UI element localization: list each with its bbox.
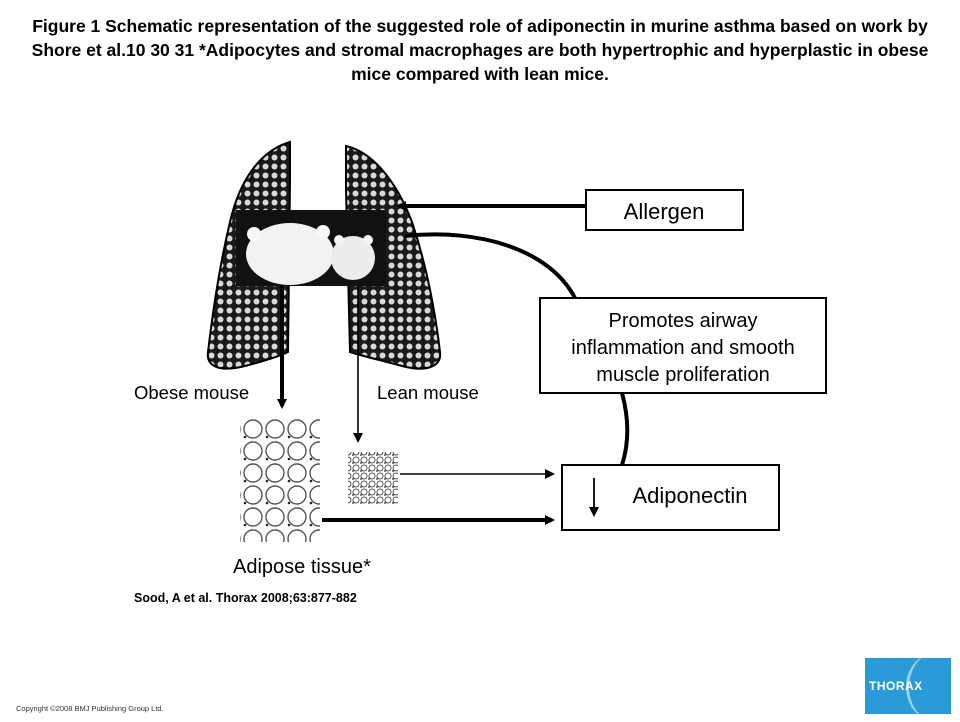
promotes-line-1: Promotes airway [609,310,758,332]
promotes-line-3: muscle proliferation [596,364,769,386]
lean-mouse-label: Lean mouse [377,382,479,403]
obese-adipose-tissue-image [240,418,320,542]
copyright-notice: Copyright ©2008 BMJ Publishing Group Ltd… [16,704,164,713]
allergen-box: Allergen [585,189,744,231]
mouse-photo [236,210,386,286]
adiponectin-box: Adiponectin [561,464,780,531]
promotes-box: Promotes airway inflammation and smooth … [539,297,827,394]
right-lung [345,144,442,370]
adiponectin-label: Adiponectin [633,483,748,508]
obese-mouse-image [246,223,334,285]
lean-mouse-image [331,236,375,280]
adipose-tissue-label: Adipose tissue* [233,556,371,578]
promotes-line-2: inflammation and smooth [571,337,794,359]
logo-text: THORAX [869,679,923,693]
obese-mouse-label: Obese mouse [134,382,249,403]
adiponectin-effect-curve [620,392,630,466]
figure-caption: Figure 1 Schematic representation of the… [31,16,929,84]
lean-adipose-tissue-image [348,452,398,504]
thorax-logo: THORAX [865,652,951,722]
trachea [312,140,326,212]
airway-effect-curve [404,232,577,299]
logo-arc-icon [906,652,960,722]
citation: Sood, A et al. Thorax 2008;63:877-882 [134,591,357,605]
allergen-label: Allergen [624,199,705,224]
